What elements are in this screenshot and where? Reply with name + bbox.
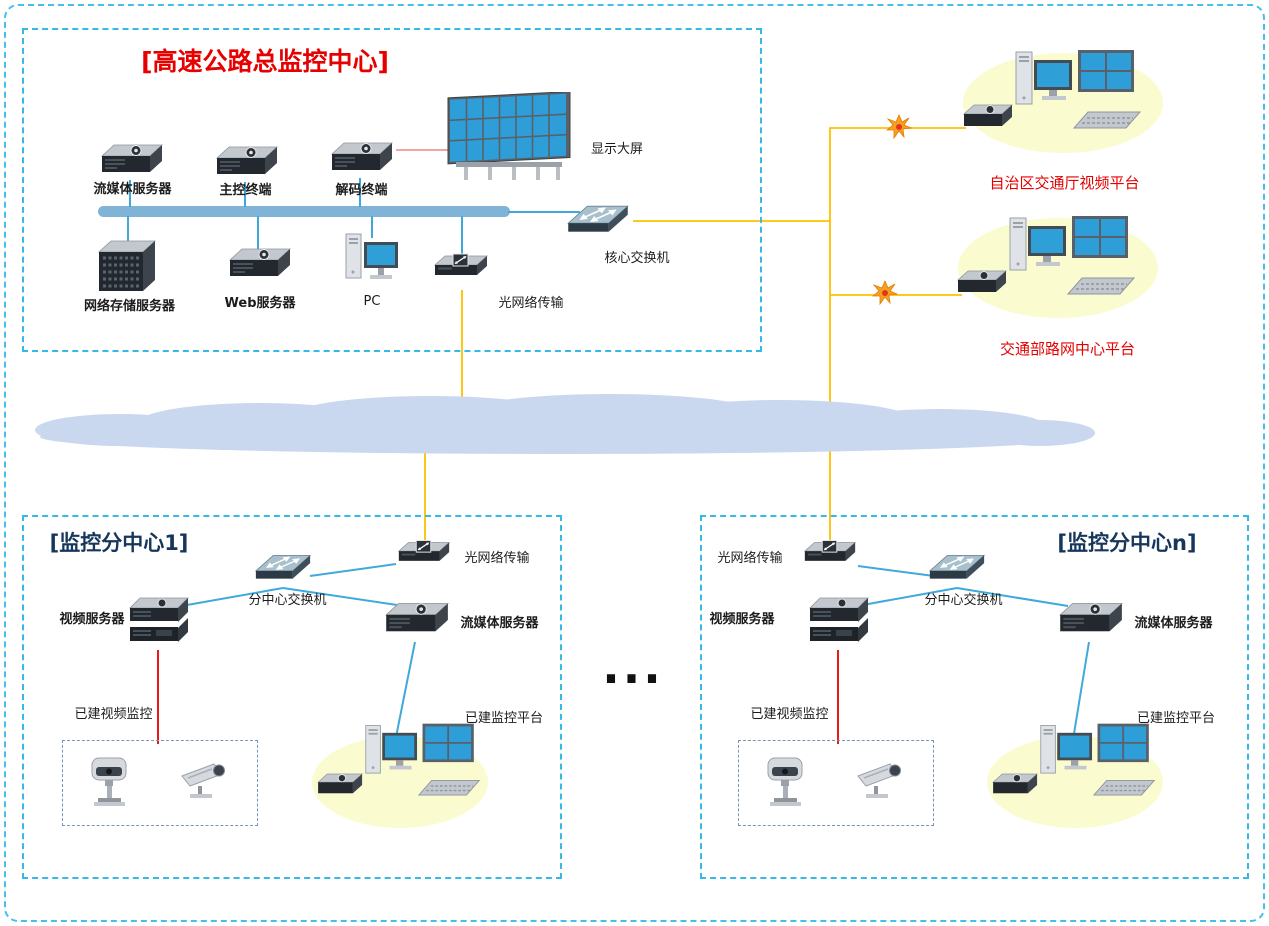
decoder-terminal-label: 解码终端 xyxy=(335,183,388,198)
core-switch-icon xyxy=(564,196,632,244)
scn-video-server-icon xyxy=(802,596,874,654)
scn-streaming-server-label: 流媒体服务器 xyxy=(1134,616,1213,631)
display-wall-label: 显示大屏 xyxy=(590,142,643,157)
sc1-optical-icon xyxy=(394,538,454,574)
sc1-platform-group-icon xyxy=(316,720,486,807)
sc1-streaming-server-icon xyxy=(378,600,452,642)
main-center-title: [高速公路总监控中心] xyxy=(141,47,389,76)
scn-optical-icon xyxy=(800,538,860,574)
web-server-label: Web服务器 xyxy=(224,296,296,311)
scn-existing-video-label: 已建视频监控 xyxy=(750,707,829,722)
diagram-outer-border xyxy=(4,4,1265,922)
region-platform-group-icon xyxy=(962,46,1147,141)
sc1-video-server-icon xyxy=(122,596,194,654)
web-server-icon xyxy=(222,246,294,286)
ministry-platform-label: 交通部路网中心平台 xyxy=(999,340,1135,358)
sc1-switch-icon xyxy=(252,546,314,590)
firewall-icon xyxy=(872,280,898,306)
display-wall-icon xyxy=(446,92,578,182)
sc1-video-server-label: 视频服务器 xyxy=(59,612,125,627)
sc1-existing-platform-label: 已建监控平台 xyxy=(464,711,543,726)
scn-switch-icon xyxy=(926,546,988,590)
storage-server-label: 网络存储服务器 xyxy=(83,299,175,314)
subcentern-title: [监控分中心n] xyxy=(1057,531,1197,555)
storage-server-icon xyxy=(94,236,160,298)
main-center-box xyxy=(22,28,762,352)
streaming-server-icon xyxy=(94,142,166,182)
scn-dome-camera-icon xyxy=(762,748,808,812)
scn-streaming-server-icon xyxy=(1052,600,1126,642)
sc1-streaming-server-label: 流媒体服务器 xyxy=(460,616,539,631)
scn-switch-label: 分中心交换机 xyxy=(924,593,1003,608)
main-terminal-label: 主控终端 xyxy=(219,183,272,198)
subcentern-box xyxy=(700,515,1249,879)
region-platform-label: 自治区交通厅视频平台 xyxy=(989,174,1140,192)
sc1-switch-label: 分中心交换机 xyxy=(248,593,327,608)
scn-existing-platform-label: 已建监控平台 xyxy=(1136,711,1215,726)
scn-bullet-camera-icon xyxy=(854,756,912,802)
optical-transport-icon xyxy=(430,252,492,288)
sc1-bullet-camera-icon xyxy=(178,756,236,802)
sc1-dome-camera-icon xyxy=(86,748,132,812)
sc1-existing-camera-box xyxy=(62,740,258,826)
scn-platform-group-icon xyxy=(991,720,1161,807)
scn-video-server-label: 视频服务器 xyxy=(709,612,775,627)
subcenter-ellipsis: ... xyxy=(602,640,664,694)
firewall-icon xyxy=(886,114,912,140)
ministry-platform-group-icon xyxy=(956,212,1141,307)
subcenter1-box xyxy=(22,515,562,879)
decoder-terminal-icon xyxy=(324,140,396,180)
core-switch-label: 核心交换机 xyxy=(604,251,670,266)
sc1-existing-video-label: 已建视频监控 xyxy=(74,707,153,722)
main-terminal-icon xyxy=(209,144,281,184)
scn-optical-label: 光网络传输 xyxy=(717,551,783,566)
pc-icon xyxy=(342,230,402,292)
scn-existing-camera-box xyxy=(738,740,934,826)
optical-transport-label: 光网络传输 xyxy=(498,296,564,311)
pc-label: PC xyxy=(363,294,381,309)
subcenter1-title: [监控分中心1] xyxy=(49,531,189,555)
streaming-server-label: 流媒体服务器 xyxy=(93,182,172,197)
sc1-optical-label: 光网络传输 xyxy=(464,551,530,566)
